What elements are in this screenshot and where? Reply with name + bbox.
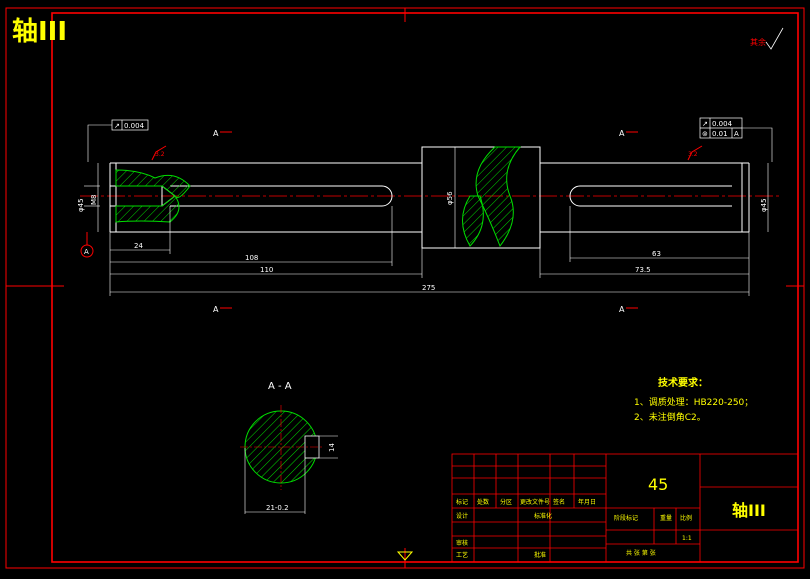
tb-col-zone: 分区 xyxy=(500,498,512,506)
dim-275: 275 xyxy=(422,284,435,292)
tol-right-datum: A xyxy=(734,130,739,138)
position-icon: ⊚ xyxy=(702,130,708,138)
runout-icon-right: ↗ xyxy=(702,120,708,128)
section-mark-upper-right: A xyxy=(619,129,638,138)
dim-24: 24 xyxy=(134,242,143,250)
tb-weight: 重量 xyxy=(660,514,672,522)
tb-row-std: 标准化 xyxy=(534,512,552,520)
tolerance-frame-left: ↗ 0.004 xyxy=(87,119,149,162)
svg-text:A: A xyxy=(213,129,219,138)
partial-section-bottom xyxy=(115,195,180,223)
section-mark-lower-right: A xyxy=(619,305,638,314)
section-mark-lower-left: A xyxy=(213,305,232,314)
tb-ratio: 比例 xyxy=(680,514,692,522)
tb-col-count: 处数 xyxy=(477,498,489,506)
gear-tooth-lower xyxy=(462,195,484,247)
section-mark-upper-left: A xyxy=(213,129,232,138)
dim-dia-center: φ56 xyxy=(446,191,454,205)
tb-row-review: 审核 xyxy=(456,539,468,547)
dim-110: 110 xyxy=(260,266,273,274)
roughness-right-icon xyxy=(687,145,703,161)
dim-73-5: 73.5 xyxy=(635,266,651,274)
partial-section-top xyxy=(115,169,191,199)
title-block-grid xyxy=(451,453,799,563)
tech-req-title: 技术要求： xyxy=(658,376,708,389)
tol-right-runout: 0.004 xyxy=(712,120,733,128)
dim-108: 108 xyxy=(245,254,258,262)
runout-icon: ↗ xyxy=(114,122,120,130)
tol-right-position: 0.01 xyxy=(712,130,728,138)
shaft-outline xyxy=(109,146,750,249)
direction-mark-icon xyxy=(396,551,414,561)
svg-text:A: A xyxy=(619,129,625,138)
tb-col-mark: 标记 xyxy=(456,498,468,506)
tech-req-item-1: 1、调质处理：HB220-250； xyxy=(634,396,753,408)
tb-row-design: 设计 xyxy=(456,512,468,520)
dim-dia-right: φ45 xyxy=(760,198,768,212)
dim-63: 63 xyxy=(652,250,661,258)
tb-stage-mark: 阶段标记 xyxy=(614,514,638,522)
tb-row-craft: 工艺 xyxy=(456,551,468,559)
dimension-lines xyxy=(84,147,769,296)
svg-text:A: A xyxy=(619,305,625,314)
roughness-left: 3.2 xyxy=(155,151,165,158)
tb-col-sign: 签名 xyxy=(553,498,565,506)
material-value: 45 xyxy=(648,475,668,494)
svg-text:A: A xyxy=(84,248,89,256)
tb-scale-value: 1:1 xyxy=(682,535,692,542)
roughness-note: 其余 xyxy=(750,37,766,47)
part-name: 轴III xyxy=(732,501,766,520)
tech-req-item-2: 2、未注倒角C2。 xyxy=(634,411,706,423)
gear-tooth-section xyxy=(475,146,522,248)
section-key-dim: 14 xyxy=(328,443,336,452)
datum-circle-a: A xyxy=(80,232,94,258)
outer-border xyxy=(5,7,805,569)
tb-col-date: 年月日 xyxy=(578,498,596,506)
roughness-right: 3.2 xyxy=(688,151,698,158)
section-view-label: A - A xyxy=(268,381,292,392)
tb-row-approve: 批准 xyxy=(534,551,546,559)
roughness-symbol-icon xyxy=(765,27,784,50)
dim-dia-left: φ45 xyxy=(77,198,85,212)
tolerance-frame-right: ↗ 0.004 ⊚ 0.01 A xyxy=(699,117,773,162)
section-width-dim: 21-0.2 xyxy=(266,504,289,512)
svg-text:A: A xyxy=(213,305,219,314)
corner-title: 轴III xyxy=(12,17,67,47)
tol-left-value: 0.004 xyxy=(124,122,145,130)
tb-col-change: 更改文件号 xyxy=(520,498,550,506)
inner-frame xyxy=(51,12,799,563)
tb-sheet-info: 共 张 第 张 xyxy=(626,549,656,557)
dim-thread-left: M8 xyxy=(90,195,98,206)
roughness-left-icon xyxy=(151,145,167,161)
